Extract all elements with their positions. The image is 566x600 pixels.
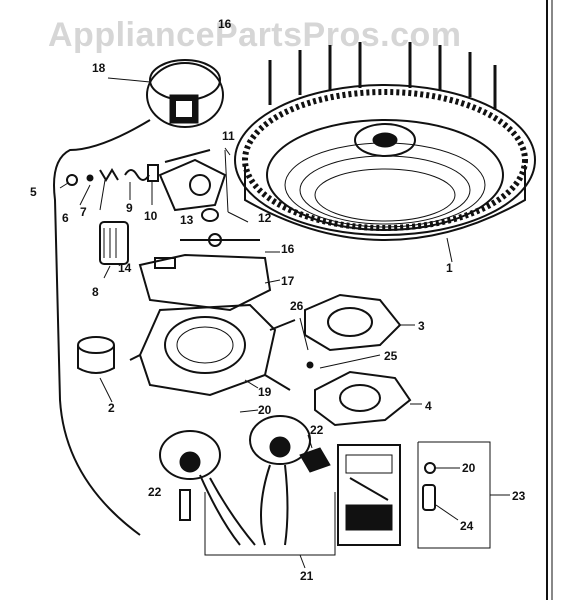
callout-17: 17 — [281, 274, 295, 288]
callout-24: 24 — [460, 519, 474, 533]
callout-12: 12 — [258, 211, 272, 225]
callout-9: 9 — [126, 201, 133, 215]
callout-22-right: 22 — [310, 423, 324, 437]
callout-20-left: 20 — [258, 403, 272, 417]
callout-26: 26 — [290, 299, 304, 313]
callout-1: 1 — [446, 261, 453, 275]
page-border — [546, 0, 553, 600]
flywheel-part — [234, 42, 536, 263]
callout-3: 3 — [418, 319, 425, 333]
callout-13: 13 — [180, 213, 194, 227]
callout-16-top: 16 — [218, 17, 232, 31]
callout-14: 14 — [118, 261, 132, 275]
bushing-part — [77, 336, 115, 403]
mounting-plate-part — [138, 233, 281, 312]
callout-4: 4 — [425, 399, 432, 413]
callout-20-right: 20 — [462, 461, 476, 475]
coil-part — [53, 59, 224, 536]
callout-7: 7 — [80, 205, 87, 219]
callout-11: 11 — [222, 129, 235, 143]
terminal-clip-parts — [179, 434, 331, 521]
callout-6: 6 — [62, 211, 69, 225]
callout-22-left: 22 — [148, 485, 162, 499]
callout-18: 18 — [92, 61, 106, 75]
charging-coils-part — [159, 409, 336, 569]
callout-19: 19 — [258, 385, 272, 399]
stator-plate-part — [129, 303, 296, 397]
callout-8: 8 — [92, 285, 99, 299]
breaker-points-part — [158, 147, 249, 223]
callout-5: 5 — [30, 185, 37, 199]
pin-parts — [299, 317, 381, 369]
small-hardware — [59, 164, 159, 211]
watermark-text: AppliancePartsPros.com — [48, 16, 462, 54]
callout-23: 23 — [512, 489, 526, 503]
gasket-parts — [304, 293, 422, 427]
callout-16: 16 — [281, 242, 295, 256]
callout-10: 10 — [144, 209, 158, 223]
callout-25: 25 — [384, 349, 398, 363]
rectifier-part — [337, 441, 510, 549]
condenser-part — [99, 221, 129, 279]
callout-21: 21 — [300, 569, 314, 583]
callout-2: 2 — [108, 401, 115, 415]
